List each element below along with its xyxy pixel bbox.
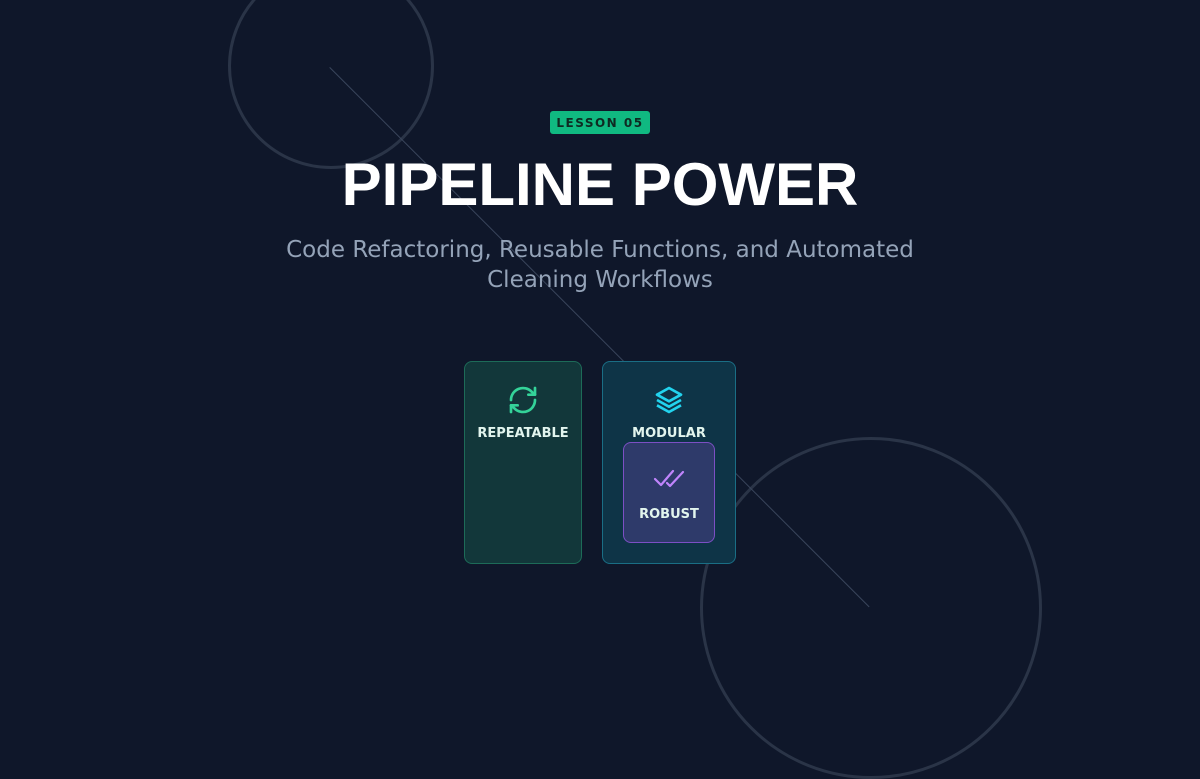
card-label: MODULAR <box>632 426 706 441</box>
refresh-icon <box>507 384 539 416</box>
layers-icon <box>653 384 685 416</box>
double-check-icon <box>653 467 685 491</box>
card-label: ROBUST <box>639 507 699 522</box>
card-robust: ROBUST <box>623 442 715 543</box>
card-label: REPEATABLE <box>477 426 569 441</box>
subtitle: Code Refactoring, Reusable Functions, an… <box>286 237 914 293</box>
decorative-circle <box>228 0 434 169</box>
decorative-line <box>329 67 870 608</box>
card-repeatable: REPEATABLE <box>464 361 582 564</box>
page-title: PIPELINE POWER <box>341 151 859 218</box>
lesson-badge: LESSON 05 <box>550 111 650 134</box>
